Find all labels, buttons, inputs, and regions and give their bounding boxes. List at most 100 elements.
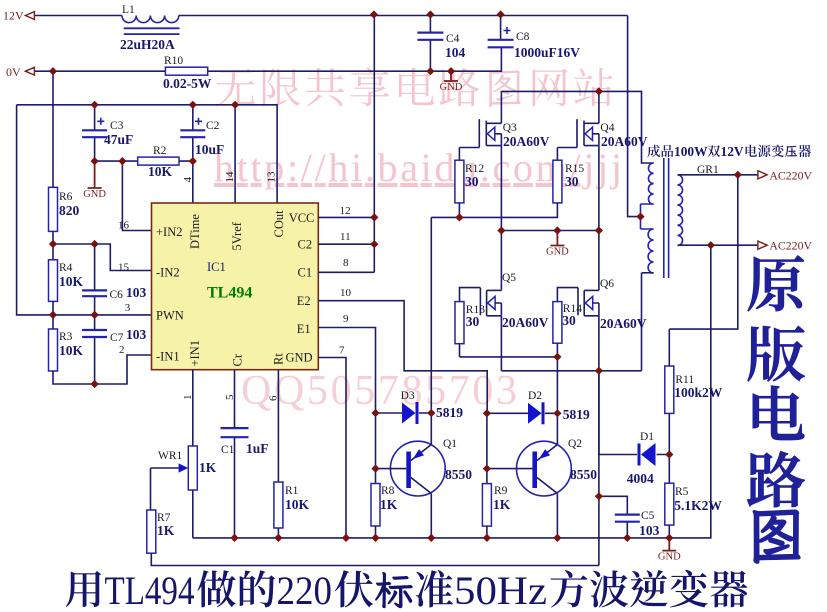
svg-text:20A60V: 20A60V <box>600 316 647 331</box>
svg-text:C6: C6 <box>110 289 124 301</box>
svg-text:WR1: WR1 <box>158 450 183 462</box>
svg-text:1000uF16V: 1000uF16V <box>514 45 580 60</box>
svg-text:20A60V: 20A60V <box>502 315 549 330</box>
svg-text:15: 15 <box>118 262 130 274</box>
svg-text:10: 10 <box>340 287 352 299</box>
svg-text:104: 104 <box>445 45 466 60</box>
svg-text:GR1: GR1 <box>697 164 719 176</box>
svg-text:Q1: Q1 <box>443 438 457 450</box>
svg-text:Q6: Q6 <box>600 278 614 290</box>
svg-text:1K: 1K <box>157 523 175 538</box>
svg-text:VCC: VCC <box>289 211 315 225</box>
svg-text:D1: D1 <box>640 431 654 443</box>
svg-text:10K: 10K <box>285 497 310 512</box>
svg-text:PWN: PWN <box>156 309 184 323</box>
svg-text:5Vref: 5Vref <box>230 221 244 250</box>
svg-text:100k2W: 100k2W <box>674 385 723 400</box>
svg-text:C8: C8 <box>516 31 530 43</box>
svg-text:R6: R6 <box>59 191 73 203</box>
svg-text:16: 16 <box>118 220 130 232</box>
svg-text:820: 820 <box>59 203 80 218</box>
svg-text:10K: 10K <box>148 164 173 179</box>
svg-text:GND: GND <box>440 82 463 93</box>
svg-text:R10: R10 <box>164 55 183 67</box>
svg-text:Q3: Q3 <box>503 122 517 134</box>
svg-text:13: 13 <box>266 171 278 183</box>
svg-text:TL494: TL494 <box>207 285 252 302</box>
svg-text:R14: R14 <box>563 303 582 315</box>
svg-text:C2: C2 <box>206 120 220 132</box>
svg-text:R2: R2 <box>153 145 167 157</box>
svg-text:3: 3 <box>125 302 131 314</box>
svg-text:AC220V: AC220V <box>769 168 812 182</box>
svg-text:GND: GND <box>546 247 569 258</box>
svg-text:L1: L1 <box>122 4 135 16</box>
svg-text:1uF: 1uF <box>246 441 269 456</box>
svg-text:-IN2: -IN2 <box>156 266 180 280</box>
svg-text:4: 4 <box>182 177 194 183</box>
svg-text:10K: 10K <box>59 343 84 358</box>
svg-text:C1: C1 <box>298 266 313 280</box>
svg-text:R5: R5 <box>675 486 689 498</box>
svg-text:C2: C2 <box>298 238 313 252</box>
svg-text:2: 2 <box>119 344 125 356</box>
svg-text:DTime: DTime <box>188 214 202 249</box>
svg-text:+IN2: +IN2 <box>156 225 183 239</box>
svg-text:8550: 8550 <box>445 467 472 482</box>
svg-text:12: 12 <box>340 205 351 217</box>
svg-text:GND: GND <box>658 552 681 563</box>
svg-text:30: 30 <box>465 174 479 189</box>
svg-text:C5: C5 <box>641 510 655 522</box>
svg-text:14: 14 <box>224 171 236 183</box>
svg-text:10K: 10K <box>59 274 84 289</box>
svg-text:R11: R11 <box>675 374 694 386</box>
svg-text:C7: C7 <box>110 332 124 344</box>
svg-text:GND: GND <box>286 351 313 365</box>
svg-text:R15: R15 <box>565 163 584 175</box>
svg-text:5819: 5819 <box>563 407 590 422</box>
svg-text:47uF: 47uF <box>104 132 133 147</box>
svg-text:0V: 0V <box>6 65 21 79</box>
svg-text:20A60V: 20A60V <box>601 134 648 149</box>
svg-text:12V: 12V <box>721 144 744 159</box>
svg-text:5: 5 <box>224 394 236 400</box>
svg-text:6: 6 <box>268 395 280 401</box>
svg-text:R8: R8 <box>381 485 395 497</box>
svg-text:IC1: IC1 <box>207 260 226 274</box>
svg-text:C3: C3 <box>110 120 124 132</box>
svg-text:1K: 1K <box>199 460 217 475</box>
svg-text:220: 220 <box>277 568 333 612</box>
svg-text:R9: R9 <box>494 485 508 497</box>
svg-text:QQ505785703: QQ505785703 <box>241 368 517 414</box>
svg-text:100W: 100W <box>674 144 708 159</box>
svg-text:D2: D2 <box>528 390 542 402</box>
svg-text:E1: E1 <box>297 322 311 336</box>
svg-text:R1: R1 <box>285 485 299 497</box>
svg-text:C1: C1 <box>221 444 235 456</box>
svg-text:Q2: Q2 <box>568 438 582 450</box>
svg-text:30: 30 <box>466 314 480 329</box>
svg-text:E2: E2 <box>297 294 311 308</box>
svg-text:103: 103 <box>639 523 660 538</box>
svg-text:R4: R4 <box>59 262 73 274</box>
svg-text:50Hz: 50Hz <box>454 568 547 612</box>
svg-text:5.1K2W: 5.1K2W <box>674 498 722 513</box>
svg-text:Q5: Q5 <box>502 272 516 284</box>
svg-text:D3: D3 <box>401 390 415 402</box>
svg-text:7: 7 <box>339 345 345 357</box>
svg-text:22uH20A: 22uH20A <box>120 37 175 52</box>
svg-text:R7: R7 <box>157 512 171 524</box>
svg-text:10uF: 10uF <box>195 142 224 157</box>
svg-text:R12: R12 <box>465 163 484 175</box>
svg-text:GND: GND <box>83 189 106 200</box>
svg-text:30: 30 <box>565 174 579 189</box>
svg-text:5819: 5819 <box>436 405 463 420</box>
svg-text:11: 11 <box>340 231 351 243</box>
svg-text:Q4: Q4 <box>600 122 614 134</box>
svg-text:R13: R13 <box>466 304 485 316</box>
svg-text:4004: 4004 <box>627 471 654 486</box>
svg-text:30: 30 <box>562 313 576 328</box>
svg-text:8: 8 <box>343 257 349 269</box>
svg-text:1: 1 <box>182 395 194 401</box>
svg-text:1K: 1K <box>380 497 398 512</box>
